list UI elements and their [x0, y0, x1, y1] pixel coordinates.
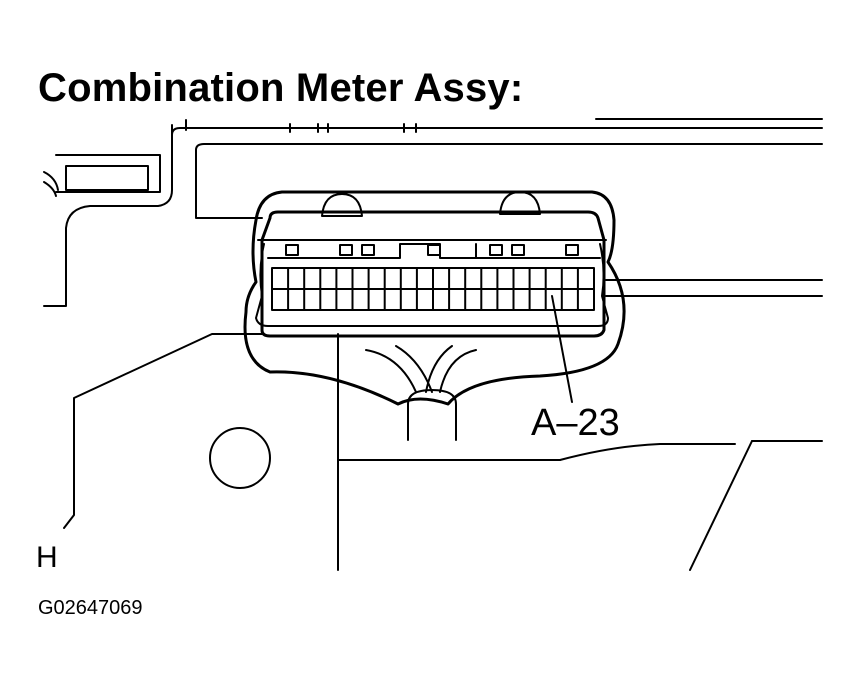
mounting-hole-icon: [209, 427, 271, 489]
diagram-title: Combination Meter Assy:: [38, 66, 524, 110]
figure-code: G02647069: [38, 597, 143, 619]
leader-line: [551, 295, 573, 403]
lower-bracket: [63, 333, 823, 571]
connector-a23: [243, 190, 626, 441]
connector-label: A–23: [531, 402, 620, 444]
locking-tab-left: [321, 193, 363, 217]
meter-housing: [43, 118, 823, 307]
pin-grid: [271, 267, 595, 311]
locking-tab-right: [499, 191, 541, 215]
view-marker: H: [36, 541, 58, 574]
